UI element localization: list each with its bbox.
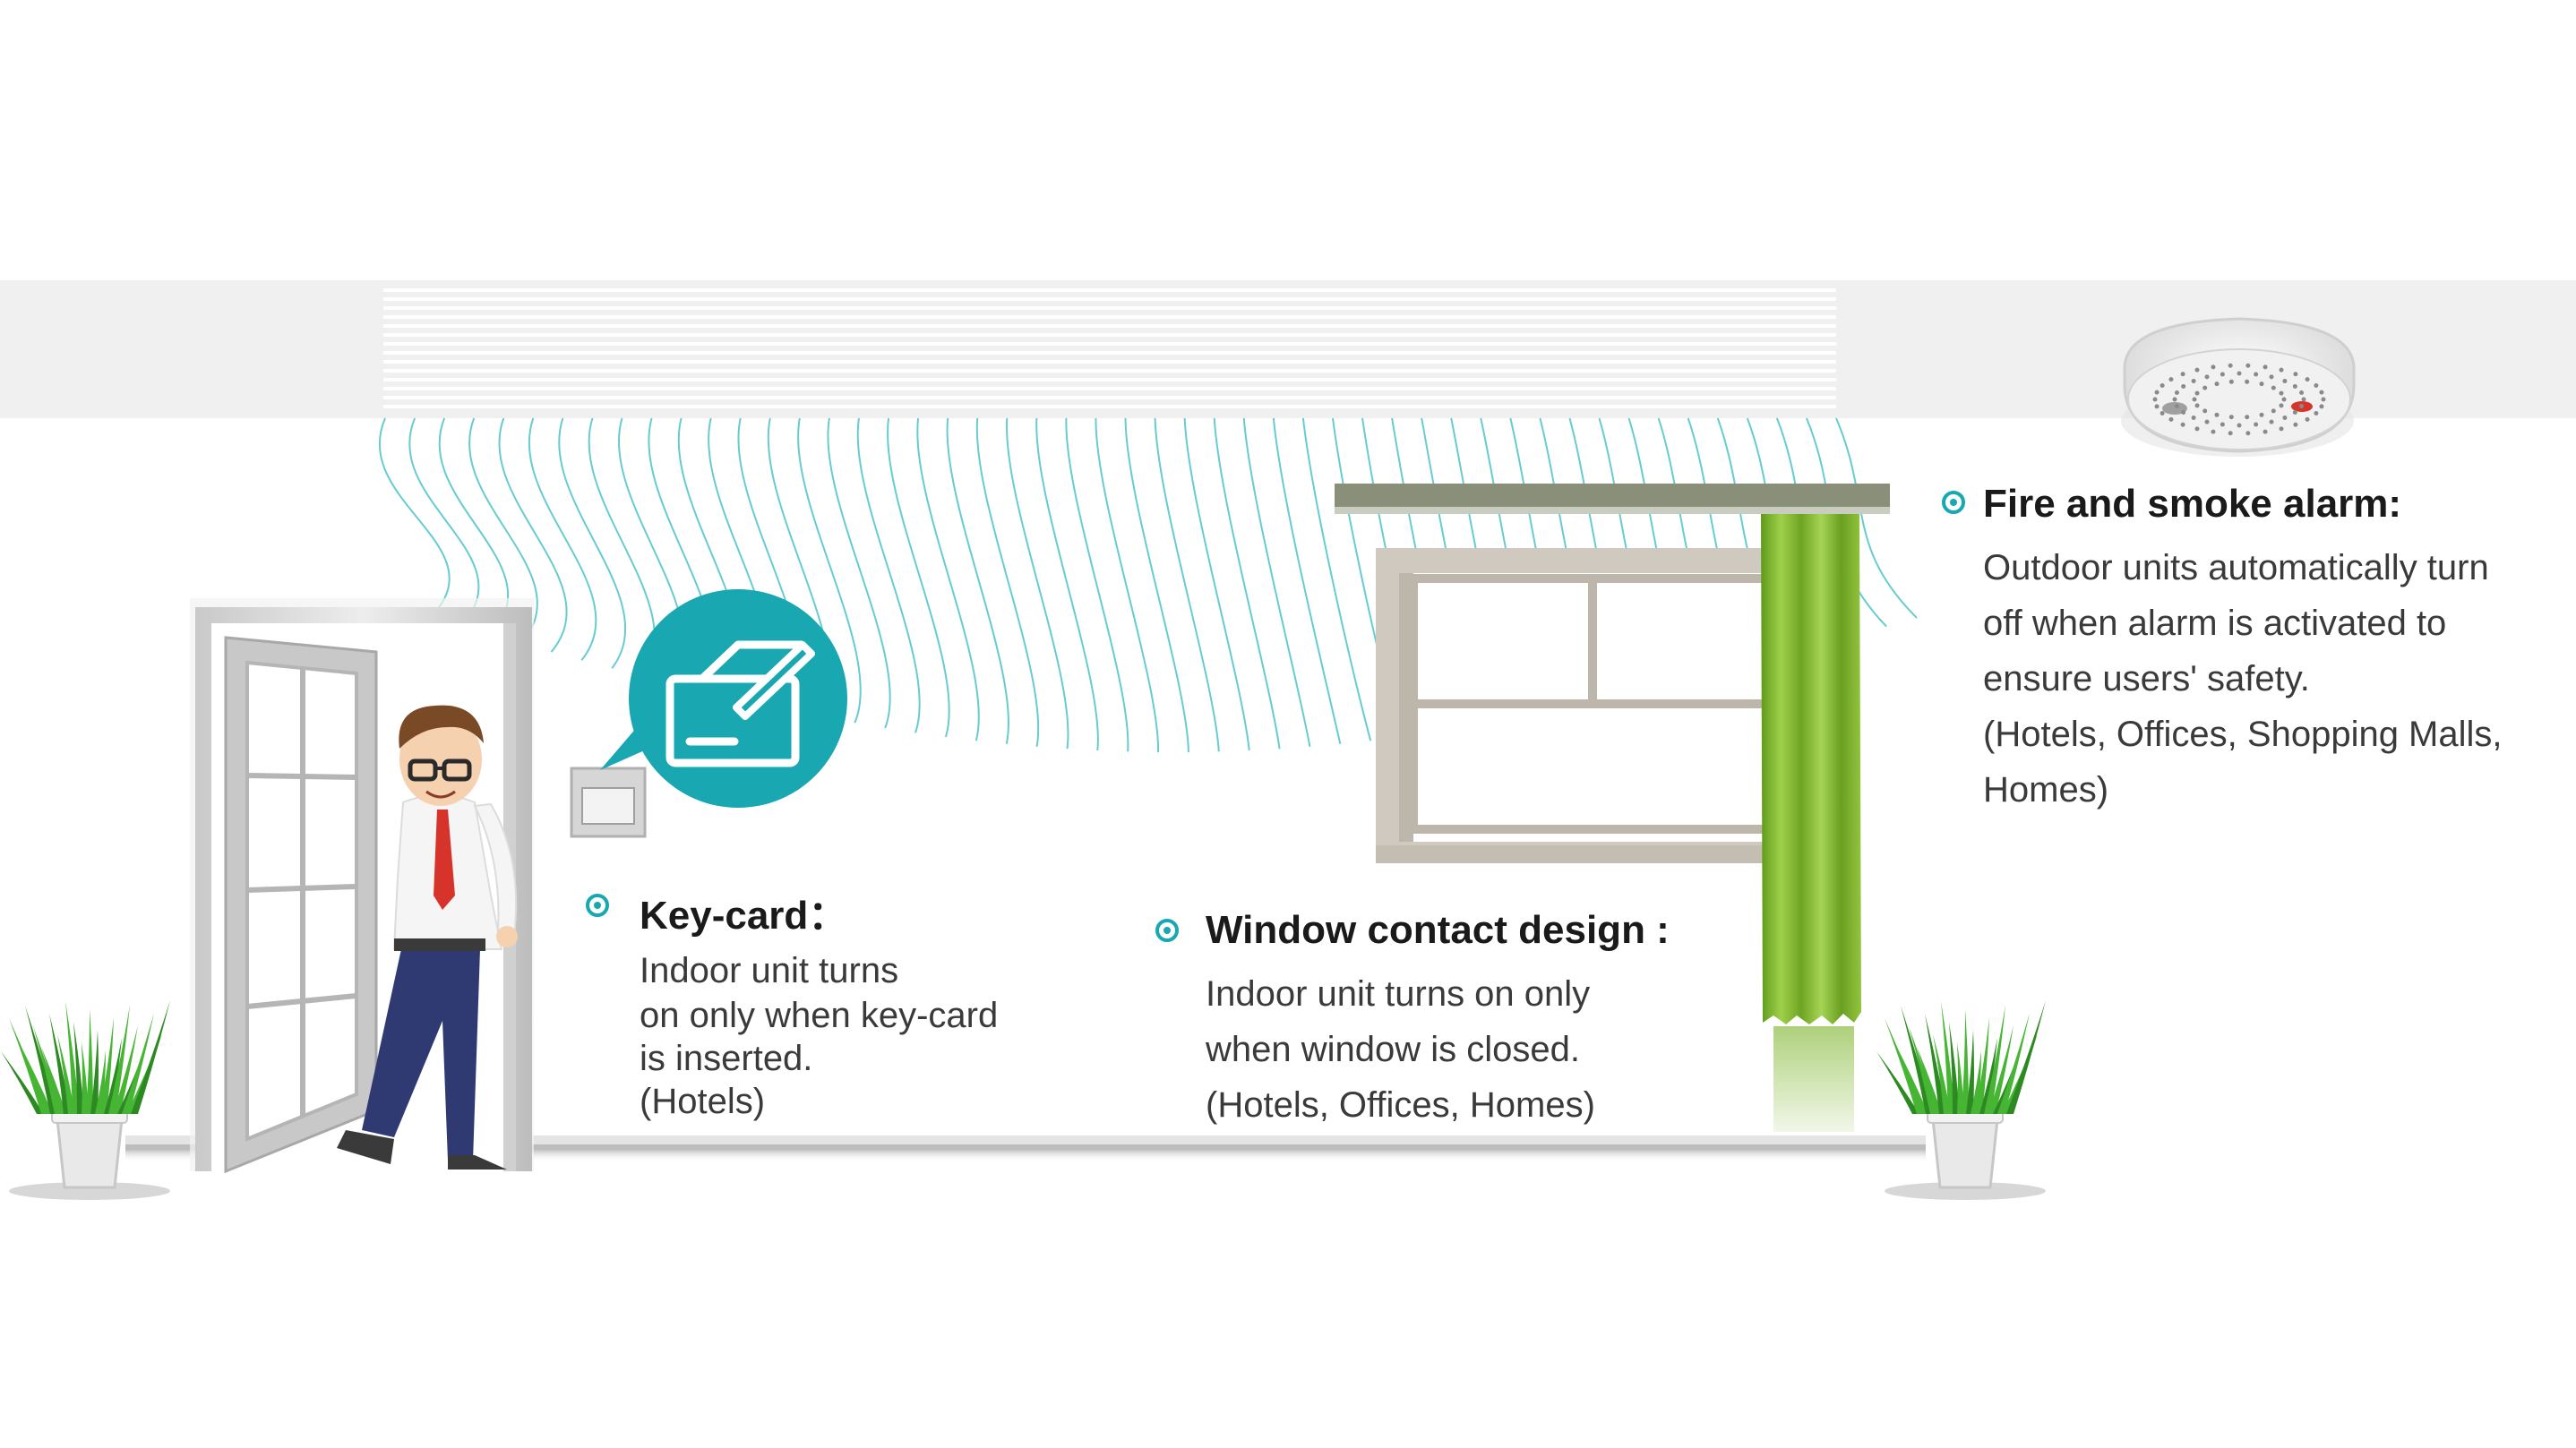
- feature-text-line: ensure users' safety.: [1983, 659, 2310, 698]
- bullet-icon: [1155, 919, 1179, 942]
- plant-left: [1, 1000, 170, 1200]
- feature-title: Fire and smoke alarm:: [1983, 482, 2402, 526]
- feature-text-line: Indoor unit turns on only: [1206, 974, 1591, 1014]
- keycard-icon: [600, 589, 847, 808]
- feature-text-line: (Hotels, Offices, Shopping Malls,: [1983, 715, 2503, 754]
- plant-right: [1876, 1000, 2046, 1200]
- bullet-icon: [1942, 491, 1965, 514]
- feature-text-line: when window is closed.: [1206, 1030, 1580, 1069]
- feature-text-line: Indoor unit turns: [640, 951, 899, 990]
- feature-text-line: (Hotels): [640, 1082, 766, 1121]
- feature-text-line: (Hotels, Offices, Homes): [1206, 1085, 1595, 1125]
- smoke-detector-icon: [2121, 317, 2356, 457]
- air-vent-grille: [383, 288, 1836, 408]
- window: [1376, 548, 1774, 863]
- curtain: [1761, 514, 1861, 1132]
- feature-text-line: Homes): [1983, 770, 2109, 810]
- keycard-switch: [570, 767, 647, 838]
- feature-text-line: off when alarm is activated to: [1983, 604, 2447, 643]
- man-figure: [337, 705, 518, 1170]
- curtain-rod: [1335, 484, 1890, 514]
- floor-baseboard: [125, 1135, 1926, 1144]
- bullet-icon: [586, 894, 609, 917]
- feature-title: Key-card：: [640, 894, 848, 938]
- feature-title: Window contact design :: [1206, 908, 1670, 952]
- feature-text-line: Outdoor units automatically turn: [1983, 548, 2489, 587]
- feature-text-line: is inserted.: [640, 1039, 813, 1078]
- feature-text-line: on only when key-card: [640, 996, 999, 1035]
